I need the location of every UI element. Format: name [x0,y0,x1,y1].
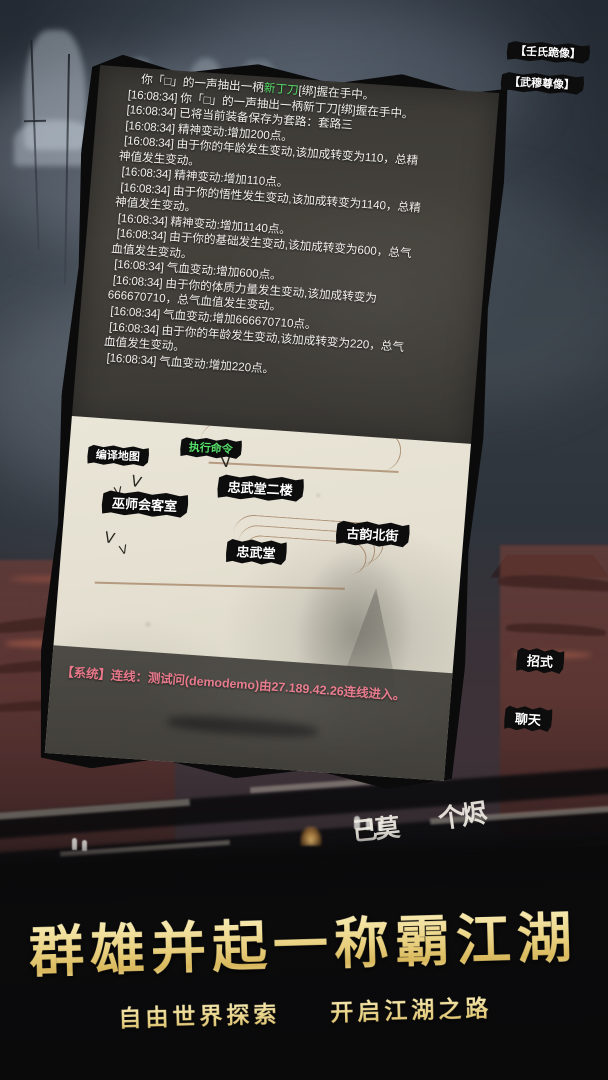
node-zhongwutang-second-floor[interactable]: 忠武堂二楼 [216,473,305,503]
chat-line: [16:08:34] 由于你的悟性发生变动,该加成转变为1140，总精 [119,180,422,215]
ink-bird-mark: 𝖵 [128,471,144,492]
skills-button[interactable]: 招式 [515,646,565,675]
wang-kneeling-statue-button[interactable]: 【壬氏跪像】 [506,40,591,65]
ink-bird-mark: 𝖵 [102,528,117,548]
chat-line: [16:08:34] 气血变动:增加600点。 [113,258,283,283]
chat-line: 血值发生变动。 [103,335,186,354]
chat-line: 血值发生变动。 [110,242,193,261]
chat-line: [16:08:34] 由于你的年龄发生变动,该加成转变为110，总精 [123,134,419,168]
chat-line: [16:08:34] 精神变动:增加110点。 [121,165,289,190]
chat-line: [16:08:34] 已将当前装备保存为套路：套路三 [126,103,354,132]
distant-figure [354,816,360,829]
chat-line: [16:08:34] 由于你的基础发生变动,该加成转变为600，总气 [116,227,412,261]
chat-line: [16:08:34] 精神变动:增加200点。 [124,118,294,144]
wumu-honored-statue-button[interactable]: 【武穆尊像】 [500,71,585,96]
ink-smudge [167,713,319,740]
compile-map-button[interactable]: 编译地图 [86,444,149,468]
campfire-glow [300,826,322,846]
chat-line: [16:08:34] 由于你的年龄发生变动,该加成转变为220，总气 [108,319,405,354]
chat-timestamp: [16:08:34] [113,258,168,275]
distant-figure [378,820,383,831]
chat-line: [16:08:34] 由于你的体质力量发生变动,该加成转变为 [112,273,378,305]
distant-figure [366,818,372,830]
chat-timestamp: [16:08:34] [124,118,179,136]
slogan-subtitle-right: 开启江湖之路 [330,994,493,1027]
side-button-group: 招式 聊天 [516,648,564,732]
paper-speck [316,493,321,498]
chat-timestamp: [16:08:34] [109,304,164,322]
chat-line: 666670710，总气血值发生变动。 [107,288,282,314]
paper-speck [145,621,151,627]
corner-button-group: 【壬氏跪像】 【武穆尊像】 [506,42,590,94]
chat-timestamp: [16:08:34] [127,87,181,105]
distant-figure [82,840,87,851]
ink-bird-mark: 𝖵 [117,542,130,558]
chat-timestamp: [16:08:34] [117,211,171,229]
item-name-highlight: 新丁刀 [263,81,300,98]
chat-line: [16:08:34] 精神变动:增加1140点。 [117,211,292,237]
chat-timestamp: [16:08:34] [123,134,178,151]
chat-timestamp: [16:08:34] [121,165,175,182]
chat-line: [16:08:34] 气血变动:增加220点。 [106,350,275,376]
distant-figure [72,838,77,850]
slogan-gap [293,1021,319,1022]
chat-timestamp: [16:08:34] [116,227,170,244]
chat-line: 神值发生变动。 [114,195,197,215]
system-message: 【系统】连线：测试问(demodemo)由27.189.42.26连线进入。 [60,664,407,703]
slogan-subtitle-left: 自由世界探索 [118,1000,281,1033]
chat-timestamp: [16:08:34] [106,350,160,368]
chat-timestamp: [16:08:34] [108,319,163,337]
chat-timestamp: [16:08:34] [126,103,180,120]
chat-log[interactable]: 你「□」的一声抽出一柄新丁刀[绑]握在手中。[16:08:34] 你「□」的一声… [71,65,500,450]
slogan-title: 群雄并起一称霸江湖 [0,892,608,989]
game-ui-panel: 你「□」的一声抽出一柄新丁刀[绑]握在手中。[16:08:34] 你「□」的一声… [45,65,499,781]
incense-crossbar [23,119,47,123]
node-wizard-reception-room[interactable]: 巫师会客室 [100,489,189,519]
chat-timestamp: [16:08:34] [112,273,166,291]
chat-line: [16:08:34] 你「□」的一声抽出一柄新丁刀[绑]握在手中。 [127,87,415,121]
chat-line: [16:08:34] 气血变动:增加666670710点。 [109,304,318,332]
promo-slogan: 群雄并起一称霸江湖 自由世界探索 开启江湖之路 [0,892,608,1037]
chat-line: 神值发生变动。 [118,149,201,168]
chat-timestamp: [16:08:34] [119,180,174,198]
